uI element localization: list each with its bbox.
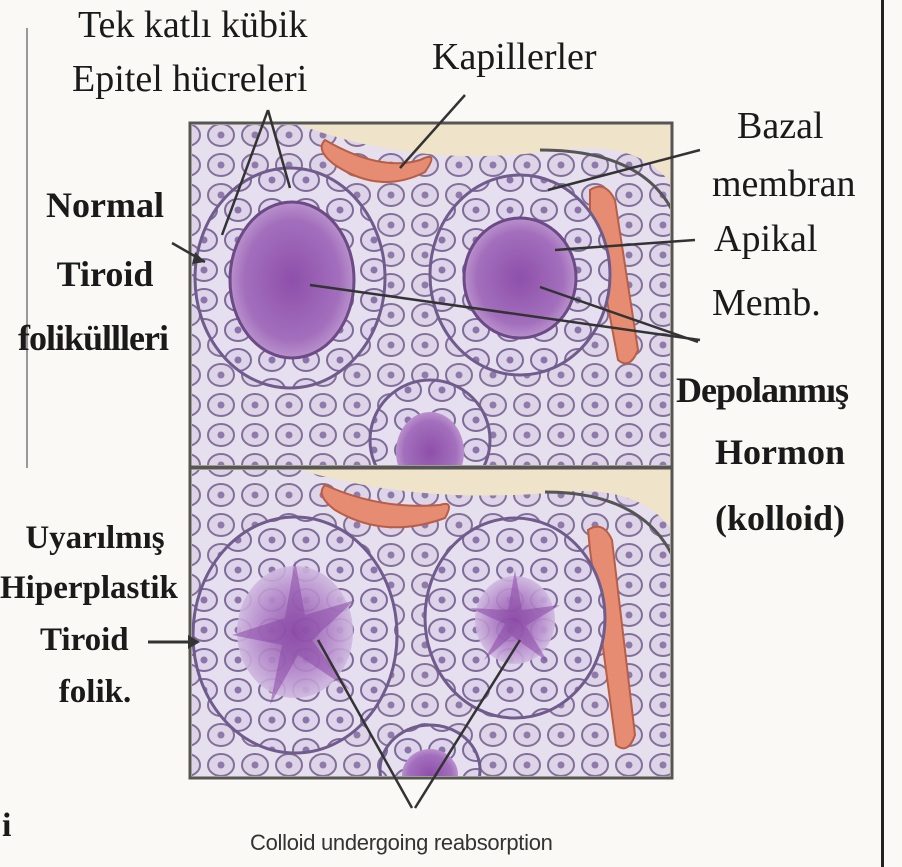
label-apikal: Apikal — [714, 218, 817, 262]
label-memb: Memb. — [712, 282, 821, 326]
normal-follicles-panel — [190, 123, 672, 500]
caption-colloid-reabsorption: Colloid undergoing reabsorption — [250, 830, 553, 855]
label-uyarilmis: Uyarılmış — [0, 520, 190, 558]
label-membran: membran — [712, 163, 856, 207]
label-corner-i: i — [2, 806, 11, 845]
label-kapillerler: Kapillerler — [432, 36, 597, 80]
label-hormon: Hormon — [690, 432, 870, 473]
label-folikulleri: foliküllleri — [18, 318, 168, 359]
label-tiroid-1: Tiroid — [20, 254, 190, 295]
label-epitel: Epitel hücreleri — [72, 58, 307, 102]
label-depolanmis: Depolanmış — [676, 370, 848, 411]
label-kolloid: (kolloid) — [690, 498, 870, 539]
label-folik: folik. — [10, 674, 180, 712]
hyperplastic-follicles-panel — [190, 468, 672, 815]
label-bazal: Bazal — [737, 105, 824, 149]
label-tek-katli: Tek katlı kübik — [78, 4, 308, 48]
label-hiperplastik: Hiperplastik — [0, 570, 178, 608]
label-tiroid-2: Tiroid — [40, 622, 129, 660]
label-normal: Normal — [20, 185, 190, 226]
